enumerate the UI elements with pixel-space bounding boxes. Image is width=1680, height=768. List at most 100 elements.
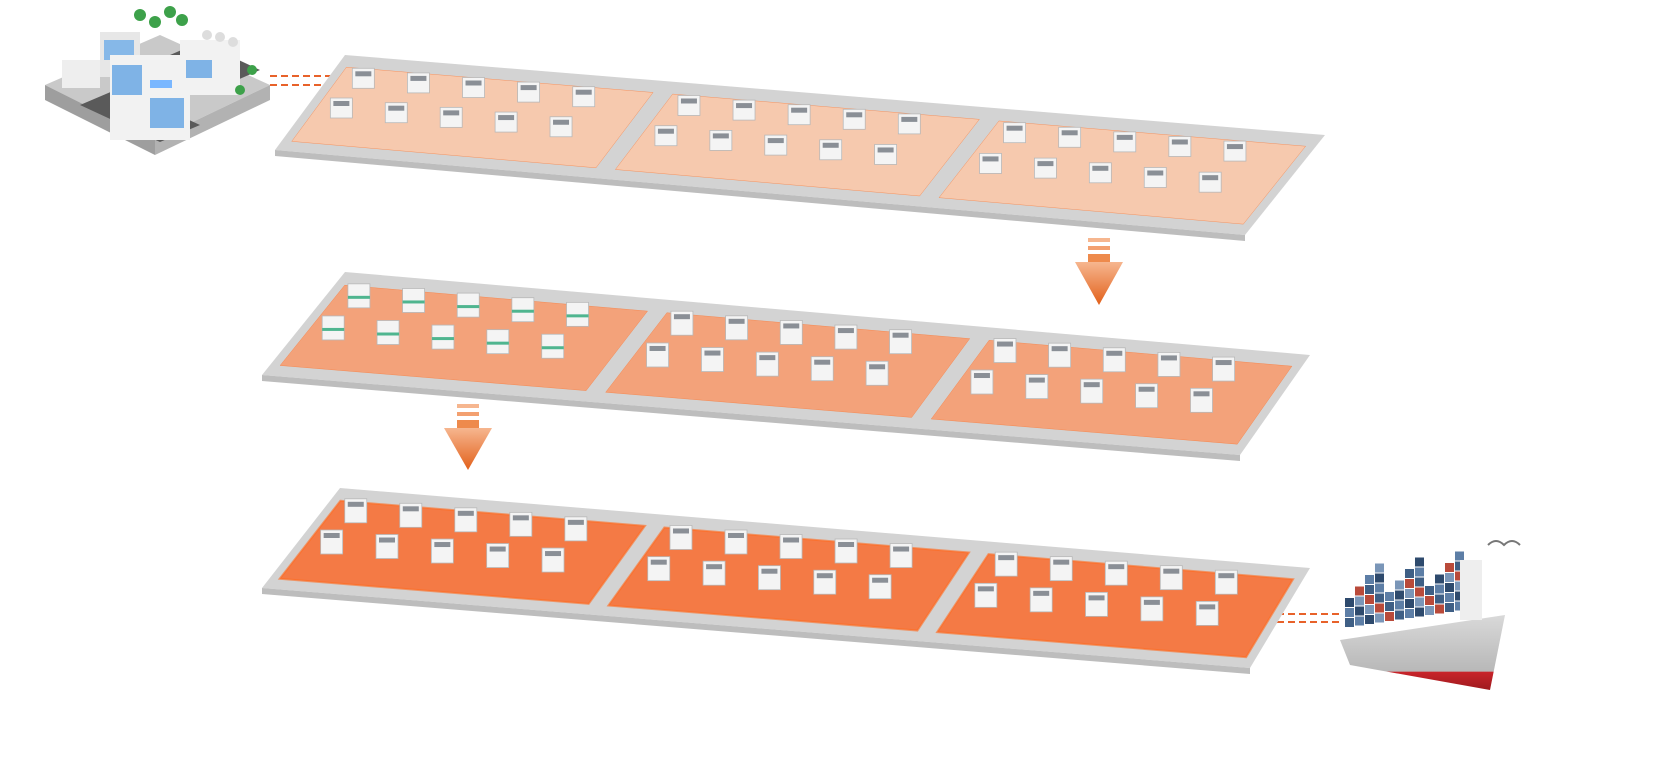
shipping-container bbox=[1385, 602, 1394, 611]
machine-panel bbox=[791, 107, 808, 113]
machine-panel bbox=[759, 355, 776, 361]
zone-floor bbox=[935, 553, 1295, 659]
zone-floor bbox=[277, 499, 647, 605]
shipping-container bbox=[1395, 590, 1404, 600]
shipping-container bbox=[1445, 573, 1454, 582]
machine-panel bbox=[973, 373, 990, 379]
machine-panel bbox=[512, 515, 529, 521]
container-stack bbox=[1345, 551, 1464, 627]
machine-panel bbox=[498, 115, 515, 121]
zone-floor bbox=[938, 120, 1307, 225]
machine-panel bbox=[704, 350, 721, 356]
shipping-container bbox=[1445, 603, 1454, 612]
shipping-container bbox=[1455, 591, 1464, 601]
shipping-container bbox=[1345, 618, 1354, 627]
platform-edge bbox=[275, 150, 1245, 241]
shipping-container bbox=[1455, 571, 1464, 581]
shipping-container bbox=[1435, 594, 1444, 604]
down-arrow-upper bbox=[1075, 238, 1123, 305]
machine-panel bbox=[1083, 382, 1100, 388]
shipping-container bbox=[1355, 616, 1364, 626]
shipping-container bbox=[1355, 606, 1364, 616]
shipping-container bbox=[1435, 584, 1444, 594]
assembly-layer bbox=[262, 272, 1310, 461]
zone-floor bbox=[605, 312, 971, 418]
machine-panel bbox=[323, 533, 340, 539]
work-zone bbox=[277, 498, 647, 605]
work-zone bbox=[614, 93, 980, 197]
bench-top bbox=[431, 337, 454, 341]
machine-panel bbox=[869, 364, 886, 370]
shipping-container bbox=[1415, 557, 1424, 567]
machine-panel bbox=[1163, 568, 1180, 574]
machine-panel bbox=[672, 528, 689, 534]
shipping-container bbox=[1355, 596, 1364, 606]
machine-panel bbox=[680, 98, 697, 104]
shipping-container bbox=[1425, 596, 1434, 605]
platform-layers bbox=[262, 55, 1325, 674]
shipping-container bbox=[1405, 609, 1414, 618]
machine-panel bbox=[520, 85, 537, 91]
shipping-container bbox=[1355, 586, 1364, 596]
shipping-container bbox=[1385, 612, 1394, 621]
machine-panel bbox=[1143, 599, 1160, 605]
machine-panel bbox=[489, 546, 506, 552]
machine-panel bbox=[712, 133, 729, 139]
shipping-container bbox=[1375, 563, 1384, 573]
bench-top bbox=[377, 332, 400, 336]
machine-panel bbox=[893, 546, 910, 552]
shipping-container bbox=[1365, 575, 1374, 584]
machine-panel bbox=[649, 345, 666, 351]
work-zone bbox=[935, 551, 1295, 659]
zone-floor bbox=[291, 66, 654, 169]
machine-panel bbox=[761, 568, 778, 574]
machine-panel bbox=[545, 551, 562, 557]
shipping-container bbox=[1385, 592, 1394, 601]
shipping-container bbox=[1435, 574, 1444, 584]
work-zone bbox=[291, 66, 654, 169]
machine-panel bbox=[410, 75, 427, 81]
zone-floor bbox=[279, 284, 649, 391]
machine-panel bbox=[388, 105, 405, 111]
shipping-container bbox=[1435, 604, 1444, 614]
machine-panel bbox=[977, 586, 994, 592]
machine-panel bbox=[1051, 346, 1068, 352]
machine-panel bbox=[1116, 134, 1133, 140]
machine-panel bbox=[1199, 604, 1216, 610]
work-zone bbox=[606, 525, 971, 632]
shipping-container bbox=[1395, 600, 1404, 610]
machine-panel bbox=[783, 537, 800, 543]
shipping-container bbox=[1455, 551, 1464, 561]
machine-panel bbox=[783, 323, 800, 329]
machine-panel bbox=[457, 510, 474, 516]
shipping-container bbox=[1375, 613, 1384, 623]
packaging-layer bbox=[262, 488, 1310, 674]
shipping-container bbox=[1345, 598, 1354, 607]
machine-panel bbox=[434, 542, 451, 548]
machine-panel bbox=[1092, 165, 1109, 171]
zone-floor bbox=[614, 93, 980, 197]
machine-panel bbox=[838, 542, 855, 548]
machine-panel bbox=[1215, 360, 1232, 366]
platform-edge bbox=[262, 375, 1240, 461]
machine-panel bbox=[1147, 170, 1164, 176]
shipping-container bbox=[1365, 615, 1374, 624]
shipping-container bbox=[1455, 561, 1464, 571]
machine-panel bbox=[1106, 350, 1123, 356]
machine-panel bbox=[347, 501, 364, 507]
shipping-container bbox=[1425, 586, 1434, 595]
machine-panel bbox=[816, 573, 833, 579]
machine-panel bbox=[673, 314, 690, 320]
shipping-container bbox=[1445, 563, 1454, 572]
machine-panel bbox=[657, 128, 674, 134]
machine-panel bbox=[1171, 139, 1188, 145]
machine-panel bbox=[333, 101, 350, 107]
machine-panel bbox=[996, 341, 1013, 347]
zone-floor bbox=[930, 340, 1293, 445]
machine-panel bbox=[837, 328, 854, 334]
shipping-container bbox=[1375, 573, 1384, 583]
machine-panel bbox=[650, 559, 667, 565]
machine-panel bbox=[1037, 161, 1054, 167]
bench-top bbox=[322, 327, 345, 331]
bench-top bbox=[541, 346, 564, 350]
